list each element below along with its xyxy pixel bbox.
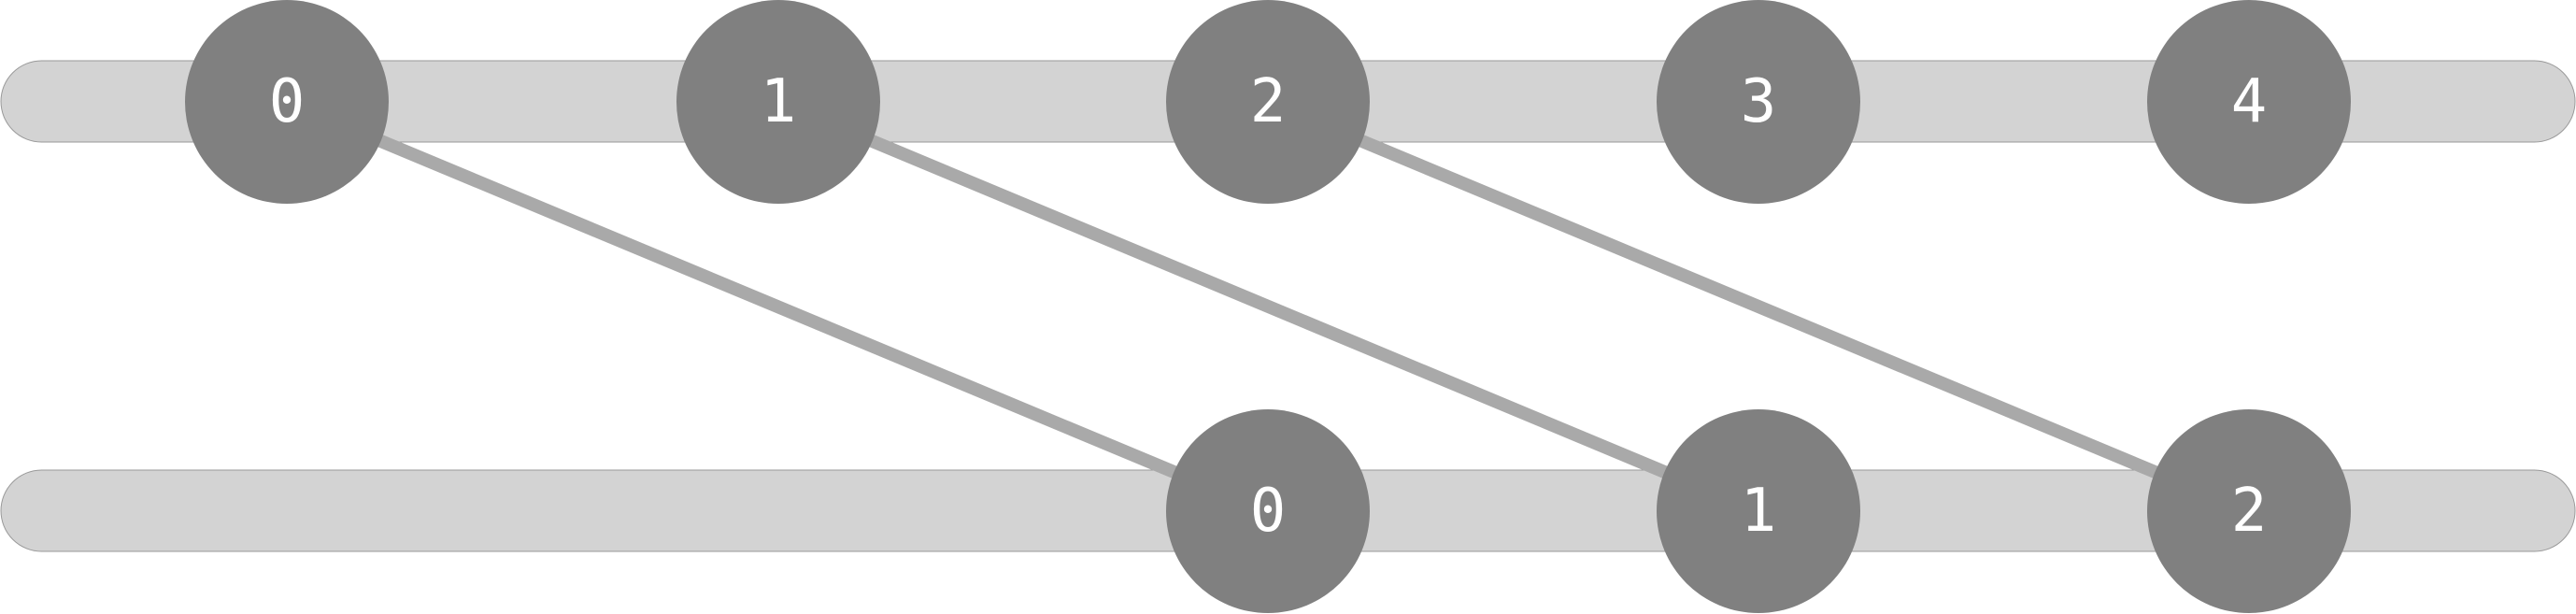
top-node: 2	[1166, 0, 1370, 204]
top-node-circle	[185, 0, 389, 204]
bottom-node: 0	[1166, 409, 1370, 613]
top-node-label: 4	[2231, 67, 2268, 136]
top-node-circle	[1166, 0, 1370, 204]
top-node: 3	[1657, 0, 1860, 204]
bottom-node-circle	[2147, 409, 2351, 613]
connection-line	[284, 95, 1271, 518]
connection-line	[776, 95, 1761, 518]
bottom-node: 2	[2147, 409, 2351, 613]
top-node-circle	[676, 0, 880, 204]
connections-group	[284, 95, 2252, 518]
bottom-node-circle	[1166, 409, 1370, 613]
bottom-node-label: 2	[2231, 477, 2268, 546]
bottom-node-label: 1	[1741, 477, 1777, 546]
top-node: 1	[676, 0, 880, 204]
top-row-nodes: 0 1 2 3 4	[185, 0, 2351, 204]
bottom-node: 1	[1657, 409, 1860, 613]
bottom-node-label: 0	[1250, 477, 1287, 546]
connection-line	[1265, 95, 2252, 518]
top-node: 4	[2147, 0, 2351, 204]
top-node-label: 3	[1741, 67, 1777, 136]
bottom-row-nodes: 0 1 2	[1166, 409, 2351, 613]
top-node-circle	[2147, 0, 2351, 204]
top-node-circle	[1657, 0, 1860, 204]
top-node-label: 2	[1250, 67, 1287, 136]
bottom-node-circle	[1657, 409, 1860, 613]
top-node-label: 0	[269, 67, 306, 136]
top-node: 0	[185, 0, 389, 204]
top-node-label: 1	[761, 67, 797, 136]
